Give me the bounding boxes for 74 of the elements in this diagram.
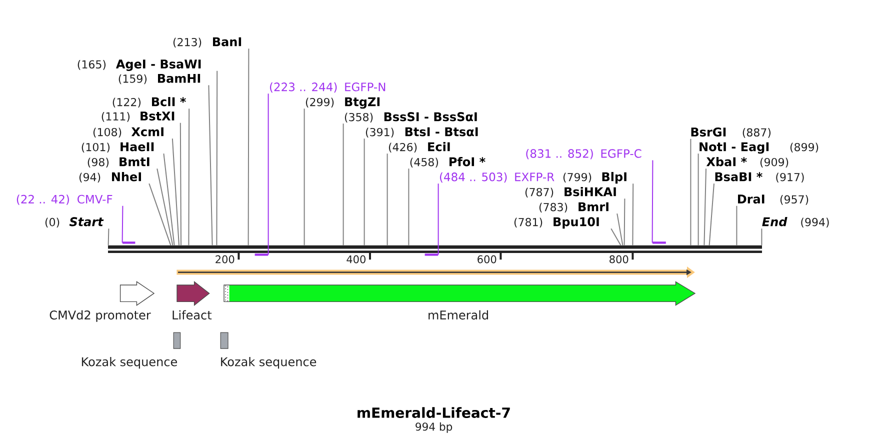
leader-line (148, 183, 172, 246)
enzyme-site-label: (101) HaeII (82, 142, 154, 153)
leader-line (364, 138, 365, 246)
primer-label: (22 .. 42) CMV-F (16, 194, 112, 205)
leader-line (304, 108, 305, 246)
sequence-line (108, 245, 762, 253)
caption: 994 bp (416, 422, 452, 433)
tick-label: 800 (610, 255, 628, 264)
leader-line (761, 228, 762, 246)
primer-label: (484 .. 503) EXFP-R (440, 172, 554, 183)
enzyme-site-label: (108) XcmI (93, 127, 164, 138)
primer-bar (652, 242, 666, 244)
enzyme-site-label: (783) BmrI (539, 202, 608, 213)
enzyme-site-label: (781) Bpu10I (514, 217, 599, 229)
leader-line (172, 138, 180, 246)
tick-label: 200 (216, 255, 234, 264)
enzyme-site-label: (98) BmtI (88, 157, 150, 168)
enzyme-site-label: (358) BssSI - BssSαI (344, 112, 477, 123)
leader-line (268, 93, 269, 256)
leader-line (624, 198, 626, 246)
leader-line (736, 205, 738, 246)
primer-bar (424, 254, 438, 256)
enzyme-site-label: (122) BclI * (112, 96, 186, 108)
enzyme-site-label: (94) NheI (79, 172, 141, 183)
enzyme-site-label: BsaBI * (917) (715, 172, 804, 183)
enzyme-site-label: (787) BsiHKAI (525, 186, 616, 198)
leader-line (698, 153, 699, 246)
enzyme-site-label: NotI - EagI (899) (700, 142, 818, 154)
leader-line (708, 183, 714, 246)
leader-line (690, 138, 692, 246)
enzyme-site-label: (299) BtgZI (306, 97, 380, 109)
leader-line (632, 183, 634, 246)
feature-label: CMVd2 promoter (50, 310, 151, 322)
enzyme-site-label: (213) BanI (173, 37, 242, 48)
leader-line (163, 153, 175, 246)
primer-label: (223 .. 244) EGFP-N (270, 82, 386, 93)
enzyme-site-label: DraI (957) (738, 194, 808, 205)
enzyme-site-label: (426) EciI (388, 142, 450, 153)
enzyme-site-label: End (994) (762, 216, 829, 228)
enzyme-site-label: (458) PfoI * (410, 156, 486, 168)
leader-line (386, 153, 388, 246)
tick-label: 400 (346, 255, 366, 264)
leader-line (108, 228, 110, 246)
enzyme-site-label: BsrGI (887) (691, 127, 771, 138)
leader-line (156, 168, 174, 246)
feature-label: mEmerald (428, 310, 488, 320)
enzyme-site-label: XbaI * (909) (706, 156, 788, 168)
leader-line (438, 183, 439, 256)
enzyme-site-label: (0) Start (45, 217, 104, 228)
enzyme-site-label: (391) BtsI - BtsαI (366, 127, 478, 138)
leader-line (616, 213, 624, 246)
enzyme-site-label: (159) BamHI (118, 74, 200, 84)
title: mEmerald-Lifeact-7 (358, 407, 510, 418)
tick-label: 600 (478, 255, 496, 264)
leader-line (652, 160, 654, 244)
leader-line (610, 228, 622, 246)
leader-line (408, 168, 410, 246)
enzyme-site-label: (799) BlpI (563, 172, 626, 184)
enzyme-site-label: (165) AgeI - BsaWI (78, 60, 201, 71)
feature-label: Kozak sequence (82, 356, 177, 369)
primer-bar (122, 242, 136, 244)
leader-line (248, 48, 250, 246)
leader-line (704, 168, 706, 246)
feature-label: Lifeact (172, 310, 212, 320)
leader-line (216, 70, 218, 246)
primer-label: (831 .. 852) EGFP-C (526, 148, 642, 160)
leader-line (188, 108, 190, 246)
leader-line (342, 123, 344, 246)
leader-line (208, 84, 213, 246)
feature-label: Kozak sequence (221, 356, 316, 369)
leader-line (180, 122, 182, 246)
leader-line (122, 205, 124, 244)
enzyme-site-label: (111) BstXI (102, 112, 174, 122)
primer-bar (254, 254, 268, 256)
